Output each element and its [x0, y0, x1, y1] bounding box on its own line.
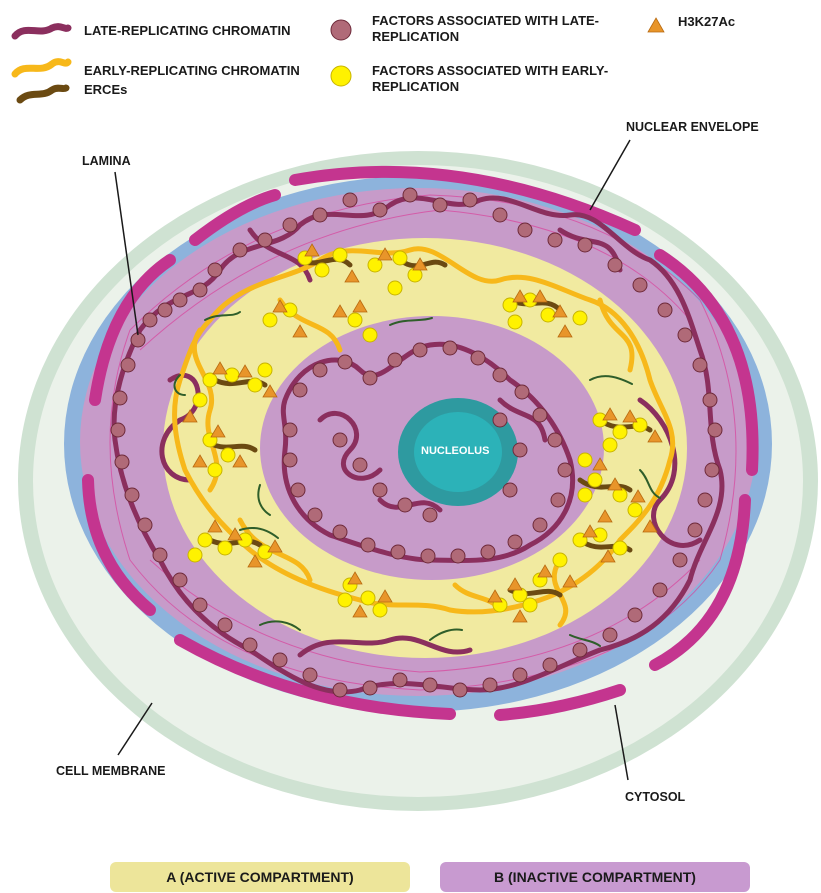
legend-late-chromatin-swatch [15, 27, 68, 36]
legend-erces-swatch [20, 88, 66, 100]
legend-late-factors-label: FACTORS ASSOCIATED WITH LATE- REPLICATIO… [372, 13, 599, 44]
b-compartment-box: B (INACTIVE COMPARTMENT) [440, 862, 750, 892]
legend-erces-label: ERCEs [84, 82, 127, 98]
legend-late-chromatin-label: LATE-REPLICATING CHROMATIN [84, 23, 291, 39]
legend-early-factor-swatch [331, 66, 351, 86]
legend-h3k27ac-swatch [648, 18, 664, 32]
nuclear-envelope-label: NUCLEAR ENVELOPE [626, 120, 759, 135]
legend-early-chromatin-label: EARLY-REPLICATING CHROMATIN [84, 63, 300, 79]
cell-membrane-label: CELL MEMBRANE [56, 764, 166, 779]
legend-early-chromatin-swatch [15, 62, 68, 74]
legend-late-factor-swatch [331, 20, 351, 40]
a-compartment-box: A (ACTIVE COMPARTMENT) [110, 862, 410, 892]
nucleolus-label: NUCLEOLUS [421, 445, 489, 458]
legend-h3k27ac-label: H3K27Ac [678, 14, 735, 30]
legend-early-factors-label: FACTORS ASSOCIATED WITH EARLY- REPLICATI… [372, 63, 608, 94]
cytosol-label: CYTOSOL [625, 790, 685, 805]
lamina-label: LAMINA [82, 154, 131, 169]
